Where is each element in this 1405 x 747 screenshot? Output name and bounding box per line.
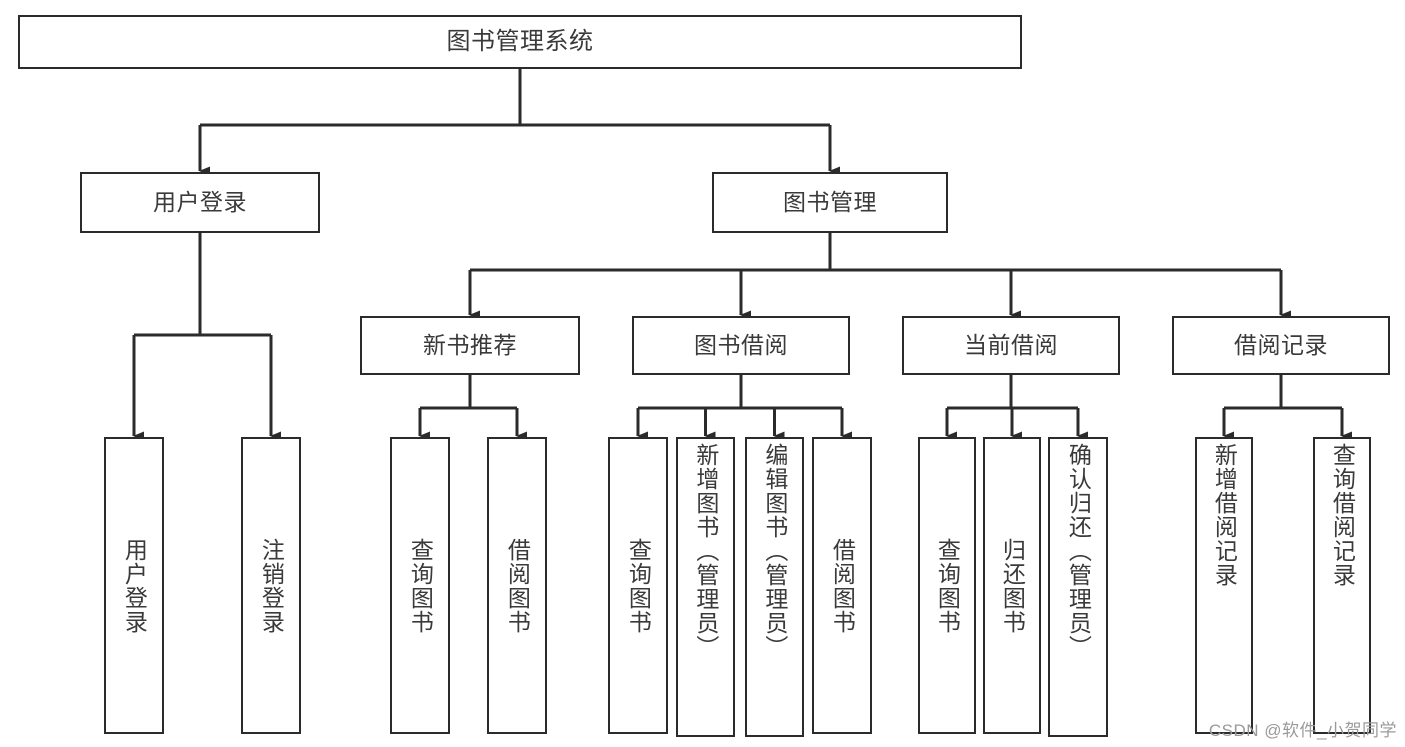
- node-user-login-do[interactable]: 用户登录: [104, 437, 164, 734]
- node-borrow-book-1[interactable]: 借阅图书: [487, 437, 547, 734]
- node-label-query-book-2: 查询图书: [625, 537, 652, 634]
- node-label-root: 图书管理系统: [446, 28, 594, 55]
- node-new-book-recommend[interactable]: 新书推荐: [360, 316, 580, 375]
- node-label-query-borrow-record: 查询借阅记录: [1329, 443, 1356, 587]
- node-label-current-borrow: 当前借阅: [964, 332, 1058, 358]
- node-current-borrow[interactable]: 当前借阅: [902, 316, 1120, 375]
- node-label-borrow-records: 借阅记录: [1234, 332, 1328, 358]
- node-label-query-book-3: 查询图书: [934, 537, 961, 634]
- node-add-book-admin[interactable]: 新增图书（管理员）: [676, 437, 735, 737]
- node-label-borrow-book-2: 借阅图书: [829, 537, 856, 634]
- node-label-query-book-1: 查询图书: [407, 537, 434, 634]
- node-label-add-book-admin: 新增图书（管理员）: [692, 443, 719, 659]
- node-edit-book-admin[interactable]: 编辑图书（管理员）: [745, 437, 804, 737]
- node-borrow-book-2[interactable]: 借阅图书: [812, 437, 872, 734]
- node-query-borrow-record[interactable]: 查询借阅记录: [1313, 437, 1371, 734]
- node-label-user-login-do: 用户登录: [121, 537, 148, 634]
- node-user-login[interactable]: 用户登录: [80, 172, 320, 233]
- node-query-book-1[interactable]: 查询图书: [390, 437, 450, 734]
- node-label-new-book-recommend: 新书推荐: [423, 332, 517, 358]
- watermark-text: CSDN @软件_小贺同学: [1208, 721, 1397, 740]
- node-label-borrow-book-1: 借阅图书: [504, 537, 531, 634]
- node-root[interactable]: 图书管理系统: [18, 15, 1022, 69]
- node-user-logout[interactable]: 注销登录: [241, 437, 301, 734]
- node-confirm-return-admin[interactable]: 确认归还（管理员）: [1048, 437, 1108, 737]
- node-label-user-logout: 注销登录: [258, 537, 285, 634]
- node-add-borrow-record[interactable]: 新增借阅记录: [1195, 437, 1253, 734]
- node-query-book-2[interactable]: 查询图书: [608, 437, 668, 734]
- node-label-return-book: 归还图书: [999, 537, 1026, 634]
- node-label-user-login: 用户登录: [153, 189, 247, 215]
- node-return-book[interactable]: 归还图书: [983, 437, 1041, 734]
- node-book-management[interactable]: 图书管理: [712, 172, 948, 233]
- node-label-book-management: 图书管理: [783, 189, 877, 215]
- node-borrow-records[interactable]: 借阅记录: [1172, 316, 1390, 375]
- node-label-add-borrow-record: 新增借阅记录: [1211, 443, 1238, 587]
- node-query-book-3[interactable]: 查询图书: [918, 437, 976, 734]
- node-label-confirm-return-admin: 确认归还（管理员）: [1065, 443, 1092, 659]
- node-label-edit-book-admin: 编辑图书（管理员）: [761, 443, 788, 659]
- node-label-book-borrow: 图书借阅: [694, 332, 788, 358]
- node-book-borrow[interactable]: 图书借阅: [632, 316, 850, 375]
